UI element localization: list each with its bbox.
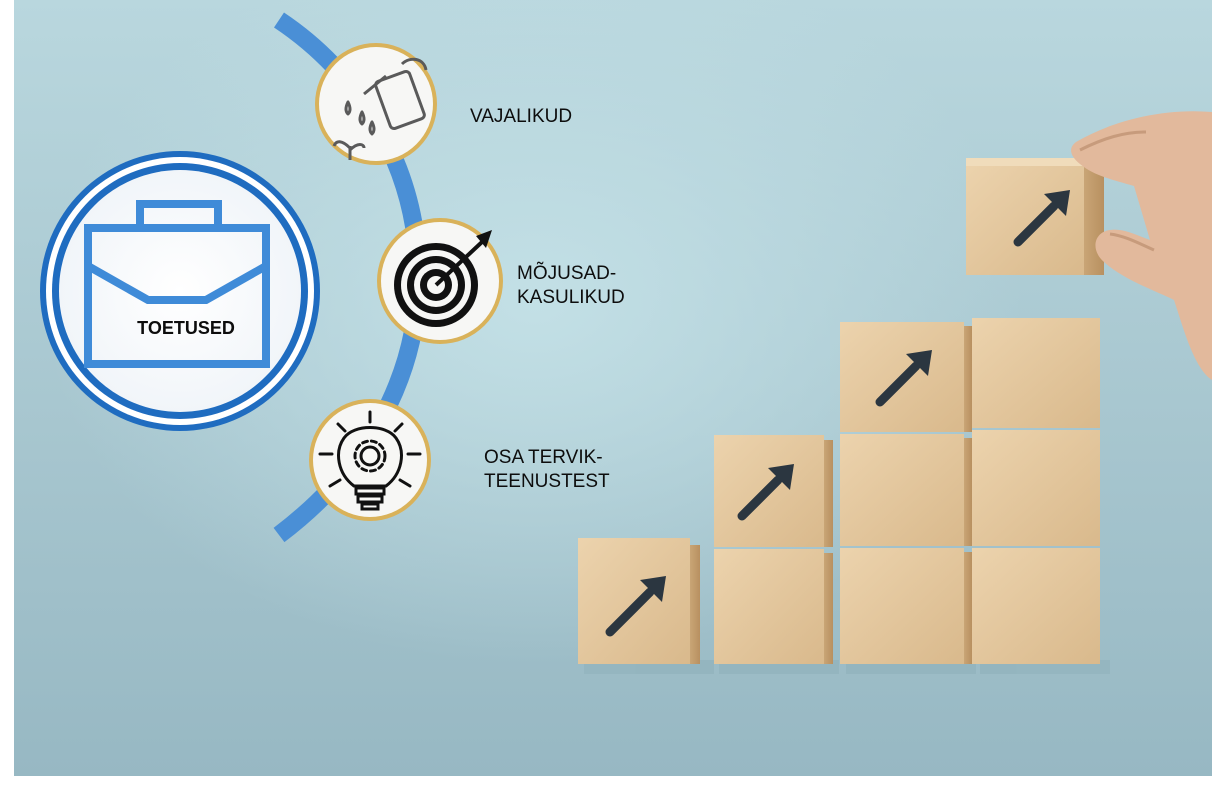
- background-photo: TOETUSED VAJALIKUD MÕJUSAD- KASULIKUD OS…: [14, 0, 1212, 776]
- block-column-2: [714, 435, 833, 664]
- up-right-arrow-icon: [605, 190, 1070, 637]
- item-label-mojusad: MÕJUSAD- KASULIKUD: [517, 263, 625, 308]
- top-block: [966, 158, 1104, 275]
- hub-label: TOETUSED: [137, 318, 235, 338]
- item-label-vajalikud: VAJALIKUD: [470, 106, 573, 127]
- target-icon: [394, 230, 492, 327]
- block-column-1: [578, 538, 700, 664]
- illustration: [40, 12, 1212, 674]
- briefcase-icon: [84, 200, 270, 368]
- hand: [1071, 111, 1212, 380]
- item-label-osa-tervik: OSA TERVIK- TEENUSTEST: [484, 447, 610, 492]
- watering-can-plant-icon: [332, 57, 428, 160]
- hub-circle: [40, 151, 320, 431]
- lightbulb-gear-icon: [318, 410, 422, 511]
- wooden-blocks: [578, 111, 1212, 674]
- block-column-4: [972, 318, 1100, 664]
